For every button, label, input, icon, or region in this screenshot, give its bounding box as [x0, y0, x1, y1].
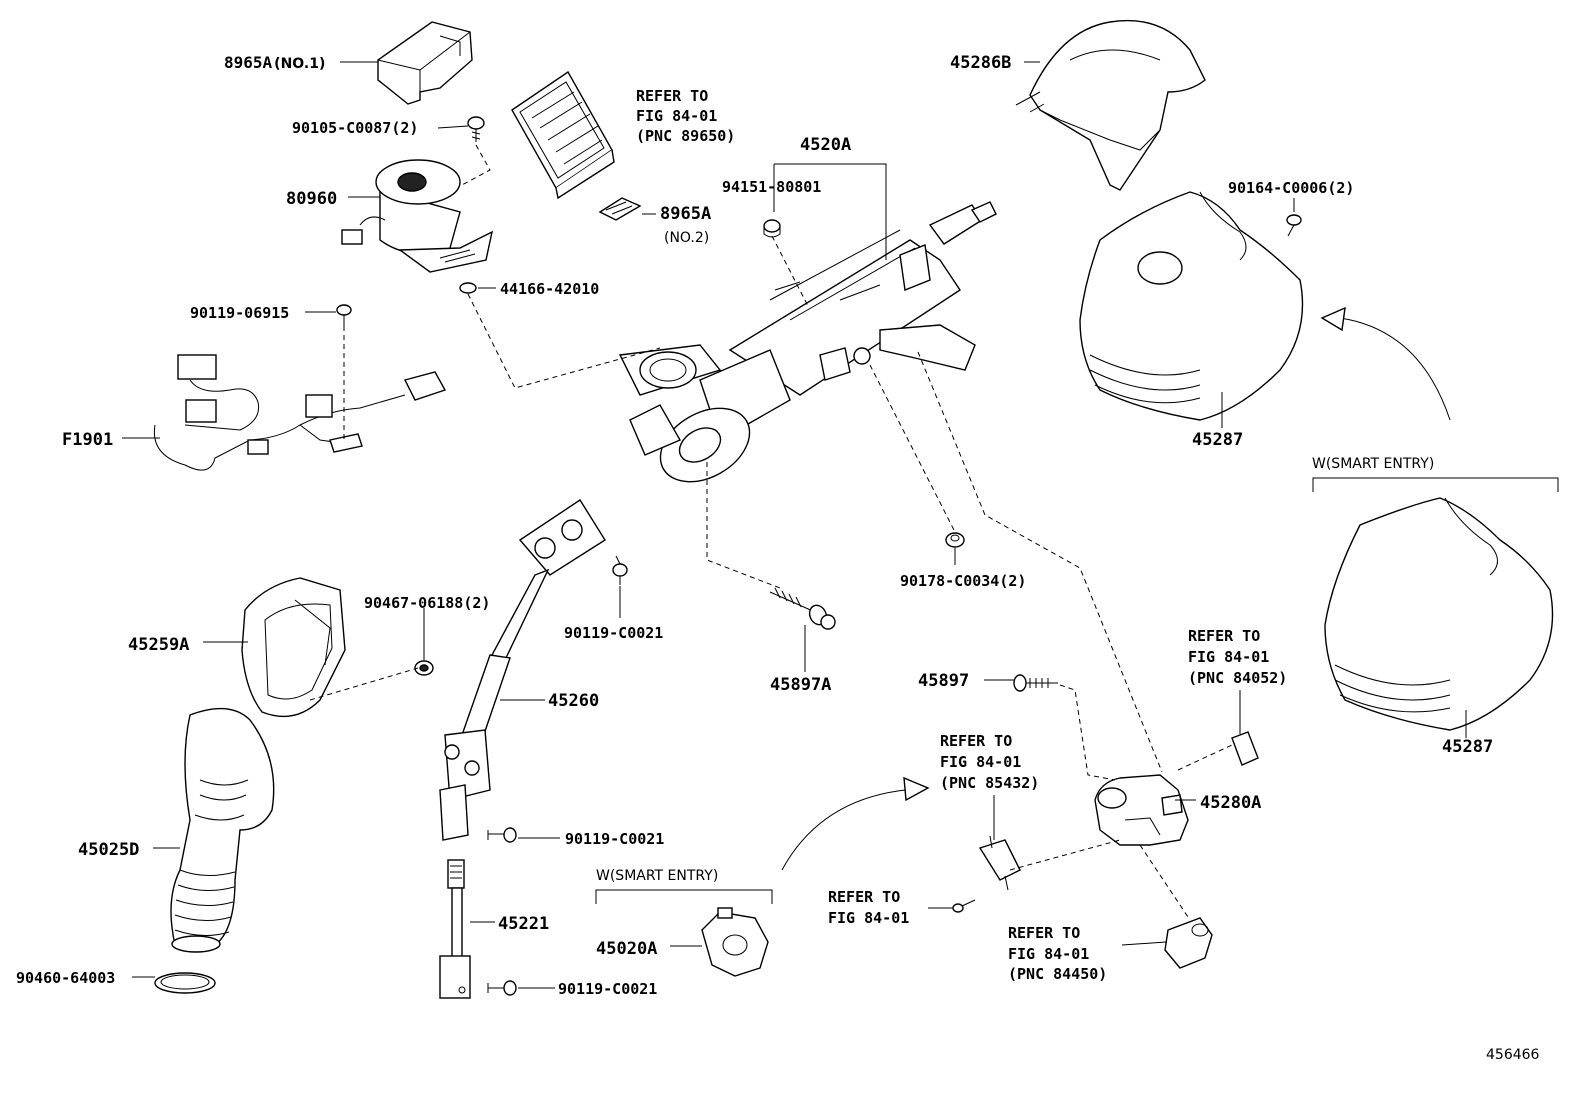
label-f1901: F1901	[62, 430, 113, 450]
part-90119-c0021-bolt-b-drawing	[487, 827, 517, 843]
part-45260-shaft-drawing	[439, 499, 606, 841]
part-45287-cover-lower-drawing	[1324, 497, 1554, 731]
svg-text:REFER TO: REFER TO	[1008, 924, 1080, 942]
refer-84450: REFER TO FIG 84-01 (PNC 84450)	[1008, 924, 1107, 983]
label-94151: 94151-80801	[722, 178, 821, 196]
label-80960: 80960	[286, 189, 337, 209]
label-45287-lower: 45287	[1442, 737, 1493, 757]
curved-arrow-right-icon	[1320, 306, 1451, 421]
label-smart-entry-right: W(SMART ENTRY)	[1312, 456, 1434, 472]
svg-text:REFER TO: REFER TO	[1188, 627, 1260, 645]
svg-text:(PNC 84052): (PNC 84052)	[1188, 669, 1287, 687]
label-45280a: 45280A	[1200, 793, 1261, 813]
part-45897-bolt-drawing	[1013, 674, 1058, 692]
label-4520a: 4520A	[800, 135, 851, 155]
dashed-connection-lines	[309, 144, 1233, 921]
part-45286b-cover-drawing	[1015, 19, 1206, 191]
part-90119-06915-bolt-drawing	[336, 304, 352, 326]
smart-entry-bottom-bracket	[595, 889, 773, 904]
label-45287-upper: 45287	[1192, 430, 1243, 450]
label-45897a: 45897A	[770, 675, 831, 695]
svg-text:(PNC 84450): (PNC 84450)	[1008, 965, 1107, 983]
part-f1901-harness-drawing	[153, 354, 447, 471]
svg-text:REFER TO: REFER TO	[828, 888, 900, 906]
part-80960-motor-drawing	[341, 159, 493, 273]
svg-text:(PNC 89650): (PNC 89650)	[636, 127, 735, 145]
label-8965a-no2: 8965A	[660, 204, 711, 224]
label-44166: 44166-42010	[500, 280, 599, 298]
part-84450-drawing	[1164, 917, 1213, 969]
curved-arrow-bottom-icon	[781, 776, 930, 871]
label-45286b: 45286B	[950, 53, 1011, 73]
refer-84052: REFER TO FIG 84-01 (PNC 84052)	[1188, 627, 1287, 687]
svg-text:FIG 84-01: FIG 84-01	[1188, 648, 1269, 666]
part-4520a-column-drawing	[618, 201, 997, 483]
part-90178-nut-drawing	[945, 532, 965, 548]
svg-text:FIG 84-01: FIG 84-01	[828, 909, 909, 927]
label-90119-c0021-b: 90119-C0021	[565, 830, 664, 848]
smart-entry-right-bracket	[1312, 477, 1559, 492]
part-45259a-cover-drawing	[241, 577, 346, 718]
label-8965a-no1: 8965A(NO.1)	[224, 53, 325, 72]
label-45025d: 45025D	[78, 840, 139, 860]
label-45259a: 45259A	[128, 635, 189, 655]
figure-number: 456466	[1486, 1047, 1540, 1063]
label-90119-c0021-c: 90119-C0021	[558, 980, 657, 998]
svg-text:FIG 84-01: FIG 84-01	[636, 107, 717, 125]
part-89650-module-drawing	[511, 70, 615, 200]
part-45221-shaft-drawing	[439, 859, 471, 999]
svg-text:FIG 84-01: FIG 84-01	[940, 753, 1021, 771]
label-45897: 45897	[918, 671, 969, 691]
part-90119-c0021-bolt-c-drawing	[487, 980, 517, 996]
part-45897a-bolt-drawing	[769, 587, 836, 630]
part-85432-switch-drawing	[978, 835, 1021, 891]
part-screw-84-01-drawing	[952, 899, 976, 913]
svg-text:(PNC 85432): (PNC 85432)	[940, 774, 1039, 792]
part-8965a-no2-drawing	[598, 197, 642, 221]
refer-84-01: REFER TO FIG 84-01	[828, 888, 909, 927]
part-90467-clip-drawing	[414, 660, 434, 676]
part-45020a-lock-drawing	[701, 907, 769, 977]
label-90178: 90178-C0034(2)	[900, 572, 1026, 590]
part-45025d-boot-drawing	[170, 707, 275, 953]
label-8965a-no2-note: (NO.2)	[664, 230, 709, 246]
label-90164: 90164-C0006(2)	[1228, 179, 1354, 197]
part-94151-nut-drawing	[763, 219, 781, 238]
part-90164-screw-drawing	[1286, 214, 1302, 237]
svg-text:REFER TO: REFER TO	[636, 87, 708, 105]
part-45280a-housing-drawing	[1094, 774, 1189, 846]
part-8965a-no1-drawing	[377, 21, 473, 105]
refer-89650: REFER TO FIG 84-01 (PNC 89650)	[636, 87, 735, 145]
label-90119-c0021-a: 90119-C0021	[564, 624, 663, 642]
label-90105: 90105-C0087(2)	[292, 119, 418, 137]
label-45221: 45221	[498, 914, 549, 934]
part-90105-screw-drawing	[467, 116, 485, 142]
label-90460: 90460-64003	[16, 969, 115, 987]
svg-text:FIG 84-01: FIG 84-01	[1008, 945, 1089, 963]
part-90460-clamp-drawing	[154, 972, 216, 994]
part-44166-ring-drawing	[459, 282, 477, 294]
label-45020a: 45020A	[596, 939, 657, 959]
svg-text:REFER TO: REFER TO	[940, 732, 1012, 750]
label-smart-entry-bottom: W(SMART ENTRY)	[596, 868, 718, 884]
part-90119-c0021-bolt-a-drawing	[612, 555, 628, 585]
part-84052-switch-drawing	[1231, 731, 1259, 766]
leader-lines	[122, 61, 1467, 989]
label-90467: 90467-06188(2)	[364, 594, 490, 612]
label-45260: 45260	[548, 691, 599, 711]
refer-85432: REFER TO FIG 84-01 (PNC 85432)	[940, 732, 1039, 792]
label-90119-06915: 90119-06915	[190, 304, 289, 322]
part-45287-cover-upper-drawing	[1079, 191, 1304, 421]
